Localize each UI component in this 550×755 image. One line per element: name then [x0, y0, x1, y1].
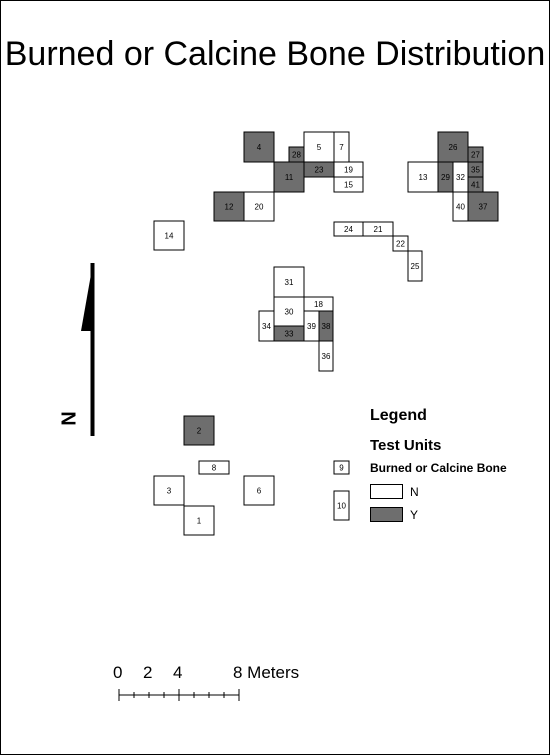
- test-unit-label-10: 10: [337, 502, 346, 511]
- legend-label-y: Y: [410, 508, 419, 522]
- test-unit-41: [467, 176, 484, 193]
- scale-label-4: 4: [173, 663, 183, 682]
- test-unit-label-23: 23: [315, 166, 324, 175]
- test-unit-26: [437, 131, 469, 163]
- test-unit-28: [288, 146, 305, 163]
- test-unit-label-22: 22: [396, 240, 405, 249]
- test-unit-label-18: 18: [314, 300, 323, 309]
- test-unit-label-11: 11: [285, 173, 294, 182]
- legend-swatch-n: [370, 484, 403, 499]
- legend-field-name: Burned or Calcine Bone: [370, 461, 507, 475]
- test-unit-label-19: 19: [344, 166, 353, 175]
- test-unit-24: [333, 221, 364, 237]
- scale-label-2: 2: [143, 663, 153, 682]
- test-unit-label-5: 5: [317, 143, 322, 152]
- test-unit-22: [392, 235, 409, 252]
- test-unit-label-29: 29: [441, 173, 450, 182]
- test-unit-label-4: 4: [257, 143, 262, 152]
- test-unit-label-9: 9: [339, 464, 344, 473]
- map-title: Burned or Calcine Bone Distribution: [4, 35, 546, 73]
- test-unit-39: [303, 310, 320, 342]
- test-unit-label-41: 41: [471, 181, 480, 190]
- legend-layer-name: Test Units: [370, 437, 442, 454]
- scale-label-0: 0: [113, 663, 123, 682]
- test-unit-label-30: 30: [285, 308, 294, 317]
- test-unit-23: [303, 161, 335, 178]
- test-unit-label-1: 1: [197, 517, 202, 526]
- test-unit-25: [407, 250, 423, 282]
- test-unit-20: [243, 191, 275, 222]
- test-unit-4: [243, 131, 275, 163]
- test-unit-label-6: 6: [257, 487, 262, 496]
- test-unit-label-25: 25: [411, 262, 420, 271]
- test-unit-3: [153, 475, 185, 506]
- test-unit-label-7: 7: [339, 143, 344, 152]
- test-unit-label-28: 28: [292, 151, 301, 160]
- test-unit-2: [183, 415, 215, 446]
- test-unit-label-39: 39: [307, 322, 316, 331]
- test-unit-37: [467, 191, 499, 222]
- test-unit-label-35: 35: [471, 166, 480, 175]
- test-unit-label-15: 15: [344, 181, 353, 190]
- legend-label-n: N: [410, 485, 419, 499]
- test-unit-9: [333, 460, 350, 475]
- test-unit-6: [243, 475, 275, 506]
- test-unit-12: [213, 191, 245, 222]
- scale-label-8: 8 Meters: [233, 663, 300, 682]
- test-unit-34: [258, 310, 275, 342]
- test-unit-8: [198, 460, 230, 475]
- test-unit-14: [153, 220, 185, 251]
- test-unit-label-34: 34: [262, 322, 271, 331]
- test-unit-label-32: 32: [456, 173, 465, 182]
- test-unit-label-12: 12: [225, 203, 234, 212]
- test-unit-label-27: 27: [471, 151, 480, 160]
- test-unit-label-33: 33: [285, 330, 294, 339]
- test-unit-label-14: 14: [165, 232, 174, 241]
- test-unit-label-20: 20: [255, 203, 264, 212]
- test-unit-31: [273, 266, 305, 298]
- test-unit-label-26: 26: [449, 143, 458, 152]
- test-unit-label-8: 8: [212, 464, 217, 473]
- test-unit-11: [273, 161, 305, 193]
- test-unit-label-24: 24: [344, 225, 353, 234]
- test-unit-label-36: 36: [322, 352, 331, 361]
- test-unit-label-37: 37: [479, 203, 488, 212]
- test-unit-label-40: 40: [456, 203, 465, 212]
- test-unit-label-38: 38: [322, 322, 331, 331]
- legend-title: Legend: [370, 407, 427, 424]
- test-unit-label-21: 21: [374, 225, 383, 234]
- test-unit-label-31: 31: [285, 278, 294, 287]
- test-unit-10: [333, 490, 350, 521]
- test-unit-label-13: 13: [419, 173, 428, 182]
- test-unit-label-3: 3: [167, 487, 172, 496]
- test-unit-label-2: 2: [197, 427, 202, 436]
- legend-swatch-y: [370, 507, 403, 522]
- test-unit-13: [407, 161, 439, 193]
- test-unit-1: [183, 505, 215, 536]
- test-unit-40: [452, 191, 469, 222]
